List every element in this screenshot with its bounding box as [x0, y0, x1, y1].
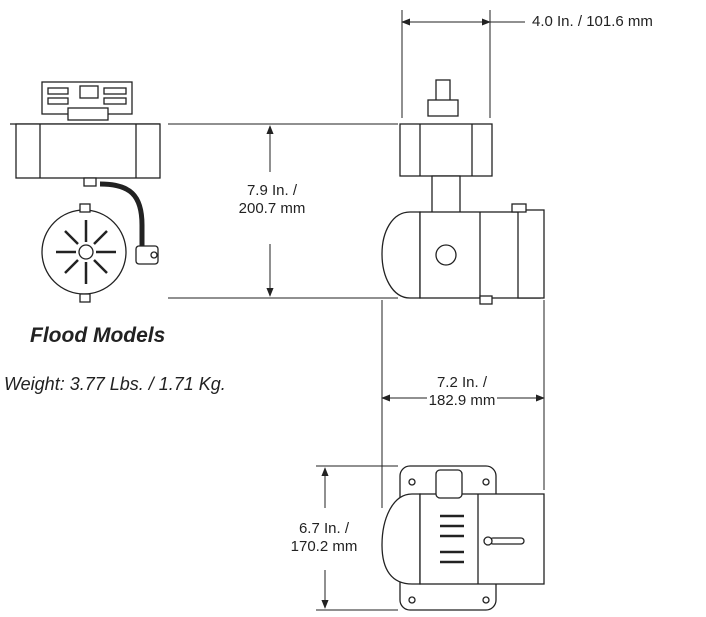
dim-height-bottom-line1: 6.7 In. /: [298, 520, 350, 537]
dim-width-label: 4.0 In. / 101.6 mm: [532, 13, 653, 30]
dim-height-side-line2: 200.7 mm: [238, 200, 306, 217]
dim-length-line1: 7.2 In. /: [436, 374, 488, 391]
dim-height-bottom-line2: 170.2 mm: [290, 538, 358, 555]
front-view-fixture: [10, 81, 161, 303]
model-title: Flood Models: [30, 324, 166, 347]
dim-height-bottom-label: 6.7 In. / 170.2 mm: [276, 520, 372, 556]
dim-height-side-line1: 7.9 In. /: [246, 182, 298, 199]
bottom-view-fixture: [381, 465, 545, 611]
dim-length-line2: 182.9 mm: [426, 392, 498, 410]
side-view-fixture: [381, 79, 545, 305]
dim-height-side-label: 7.9 In. / 200.7 mm: [222, 182, 322, 218]
dimension-lines: [168, 10, 545, 611]
dim-length-label: 7.2 In. / 182.9 mm: [412, 374, 512, 410]
weight-text: Weight: 3.77 Lbs. / 1.71 Kg.: [4, 374, 226, 394]
